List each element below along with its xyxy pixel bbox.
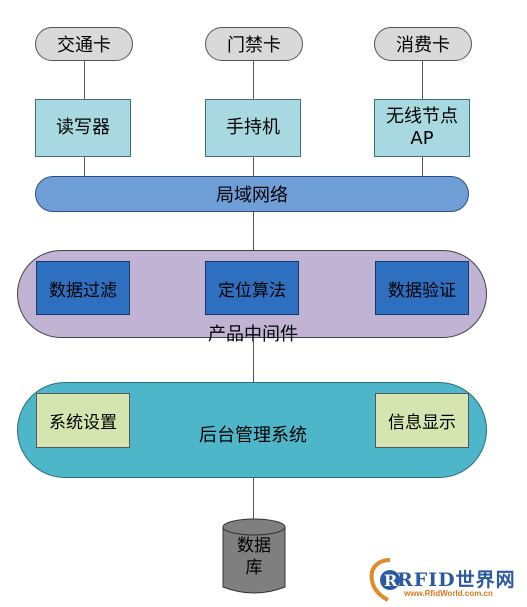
device-wireless-ap: 无线节点 AP <box>374 99 470 157</box>
connector-device-lan-3 <box>422 157 423 176</box>
svg-text:R: R <box>384 571 398 590</box>
module-positioning-algorithm: 定位算法 <box>205 261 299 315</box>
connector-backend-database <box>253 478 254 520</box>
module-info-display: 信息显示 <box>375 393 469 448</box>
card-access-label: 门禁卡 <box>227 35 281 56</box>
device-handheld: 手持机 <box>205 99 301 157</box>
module-data-filter-label: 数据过滤 <box>49 280 117 301</box>
module-info-display-label: 信息显示 <box>388 413 456 433</box>
backend-label: 后台管理系统 <box>199 425 307 446</box>
lan-label: 局域网络 <box>216 185 288 206</box>
database-label-line1: 数据 <box>237 536 271 556</box>
device-reader: 读写器 <box>35 99 131 157</box>
device-handheld-label: 手持机 <box>226 117 280 138</box>
card-transport-label: 交通卡 <box>57 35 111 56</box>
card-access: 门禁卡 <box>205 27 303 61</box>
middleware-label: 产品中间件 <box>208 324 298 345</box>
module-system-settings-label: 系统设置 <box>49 413 117 433</box>
watermark-brand: RFID世界网 <box>397 569 516 591</box>
connector-lan-middleware <box>253 212 254 250</box>
database-label-line2: 库 <box>245 558 263 578</box>
module-data-filter: 数据过滤 <box>36 261 130 315</box>
device-reader-label: 读写器 <box>56 117 110 138</box>
module-data-validation: 数据验证 <box>375 261 469 315</box>
connector-card-device-3 <box>422 61 423 99</box>
lan-bar: 局域网络 <box>35 176 469 212</box>
connector-card-device-2 <box>253 61 254 99</box>
connector-middleware-backend <box>253 338 254 382</box>
device-wireless-ap-label: 无线节点 AP <box>386 106 458 149</box>
database-cylinder <box>222 518 286 594</box>
card-transport: 交通卡 <box>35 27 133 61</box>
watermark-url: www.RfidWorld.com.cn <box>404 589 493 598</box>
card-consumption-label: 消费卡 <box>396 35 450 56</box>
rfid-world-logo-icon: R <box>369 558 400 602</box>
connector-device-lan-1 <box>84 157 85 176</box>
module-system-settings: 系统设置 <box>36 393 130 448</box>
connector-device-lan-2 <box>253 157 254 176</box>
connector-card-device-1 <box>84 61 85 99</box>
card-consumption: 消费卡 <box>374 27 472 61</box>
database-label: 数据 库 <box>222 535 286 579</box>
module-positioning-algorithm-label: 定位算法 <box>218 280 286 301</box>
module-data-validation-label: 数据验证 <box>388 280 456 301</box>
